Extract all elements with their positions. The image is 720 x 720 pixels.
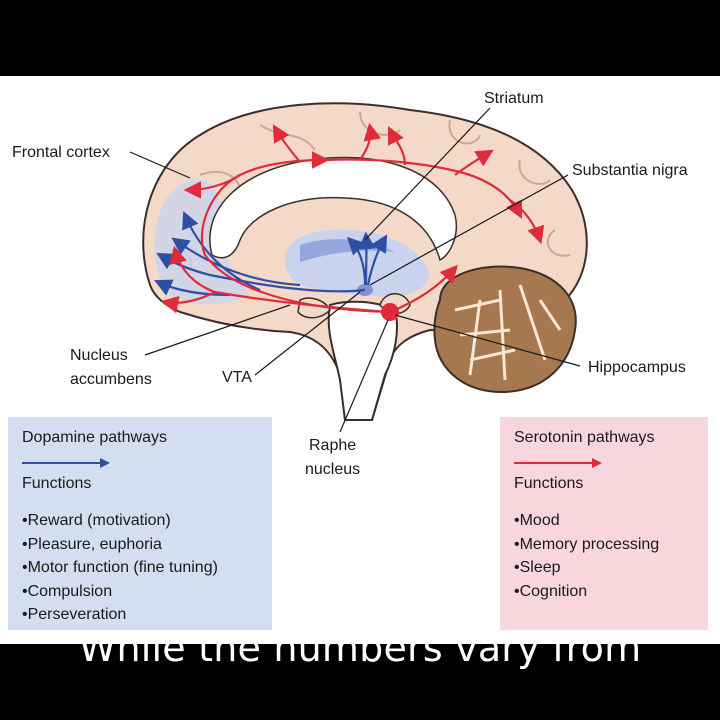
label-raphe-nucleus: Raphe nucleus bbox=[305, 437, 361, 478]
list-item: •Mood bbox=[514, 512, 560, 529]
list-item: •Memory processing bbox=[514, 535, 660, 553]
list-item: •Sleep bbox=[514, 559, 561, 576]
label-hippocampus: Hippocampus bbox=[588, 359, 686, 376]
serotonin-functions-list: •Mood •Memory processing •Sleep •Cogniti… bbox=[514, 509, 659, 603]
corpus-callosum bbox=[209, 156, 457, 262]
list-item: •Cognition bbox=[514, 582, 588, 600]
label-frontal-cortex: Frontal cortex bbox=[12, 144, 110, 161]
serotonin-title: Serotonin pathways bbox=[514, 429, 655, 446]
dopamine-title: Dopamine pathways bbox=[22, 429, 167, 446]
leader-lines bbox=[129, 107, 581, 433]
list-item: •Reward (motivation) bbox=[22, 512, 171, 529]
cerebellum bbox=[433, 265, 577, 394]
dopamine-legend-box: Dopamine pathways Functions •Reward (mot… bbox=[8, 417, 272, 630]
list-item: •Perseveration bbox=[22, 606, 127, 623]
dopamine-functions-heading: Functions bbox=[22, 475, 92, 492]
video-caption: While the numbers vary from bbox=[78, 626, 642, 670]
label-striatum: Striatum bbox=[484, 90, 544, 107]
list-item: •Motor function (fine tuning) bbox=[22, 559, 218, 576]
brainstem bbox=[327, 300, 398, 421]
label-nucleus-accumbens: Nucleus accumbens bbox=[70, 347, 152, 388]
serotonin-arrow-icon bbox=[514, 458, 602, 468]
label-vta: VTA bbox=[222, 369, 252, 386]
serotonin-arrows bbox=[160, 122, 545, 314]
serotonin-legend-box: Serotonin pathways Functions •Mood •Memo… bbox=[500, 417, 708, 630]
label-substantia-nigra: Substantia nigra bbox=[572, 162, 688, 179]
list-item: •Compulsion bbox=[22, 582, 113, 600]
list-item: •Pleasure, euphoria bbox=[22, 535, 162, 553]
dopamine-arrow-icon bbox=[22, 458, 110, 468]
serotonin-functions-heading: Functions bbox=[514, 475, 584, 492]
dopamine-functions-list: •Reward (motivation) •Pleasure, euphoria… bbox=[22, 509, 218, 627]
